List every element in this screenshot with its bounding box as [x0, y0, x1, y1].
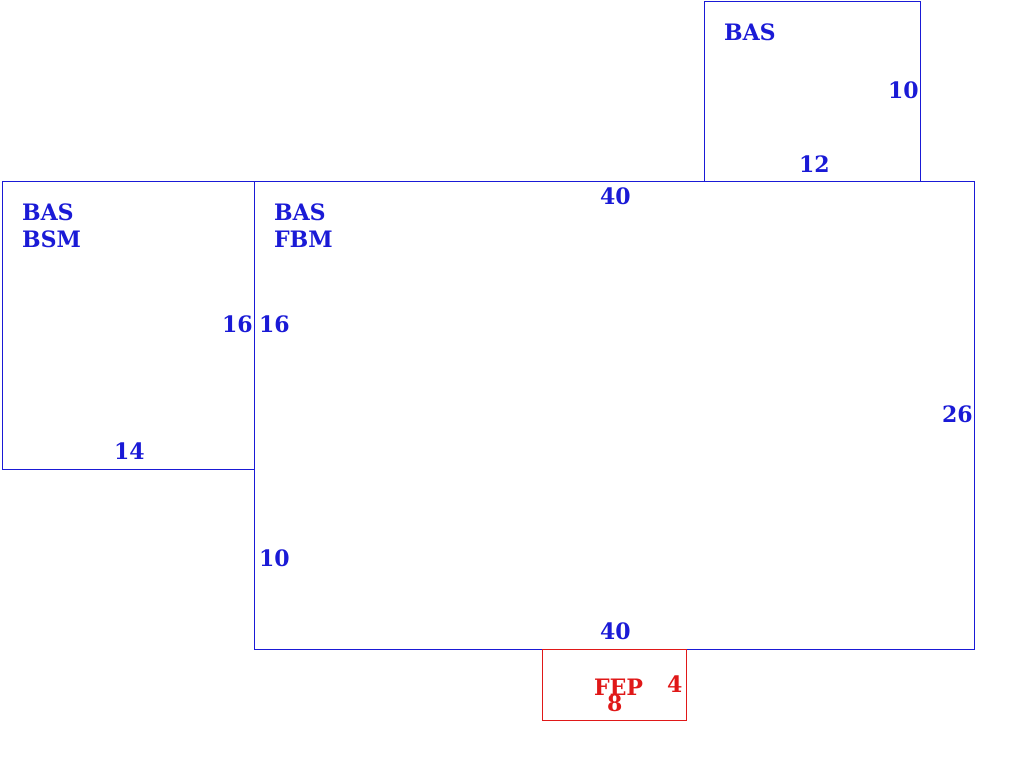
dim-main-body-right: 26 — [942, 402, 973, 428]
area-porch — [542, 649, 687, 721]
dim-porch-bottom: 8 — [607, 691, 623, 717]
dim-porch-right: 4 — [667, 672, 683, 698]
area-code-left-wing-2: BSM — [22, 227, 81, 253]
dim-left-wing-right: 16 — [222, 312, 253, 338]
dim-top-addition-bottom: 12 — [799, 152, 830, 178]
dim-main-body-left-upper: 16 — [259, 312, 290, 338]
area-code-top-addition: BAS — [724, 20, 776, 46]
area-code-left-wing-1: BAS — [22, 200, 74, 226]
area-code-main-body-1: BAS — [274, 200, 326, 226]
area-code-porch: FEP — [594, 675, 643, 701]
dim-left-wing-bottom: 14 — [114, 439, 145, 465]
dim-top-addition-right: 10 — [888, 78, 919, 104]
dim-main-body-top: 40 — [600, 184, 631, 210]
area-code-main-body-2: FBM — [274, 227, 333, 253]
area-main-body — [254, 181, 975, 650]
dim-main-body-left-lower: 10 — [259, 546, 290, 572]
dim-main-body-bottom: 40 — [600, 619, 631, 645]
